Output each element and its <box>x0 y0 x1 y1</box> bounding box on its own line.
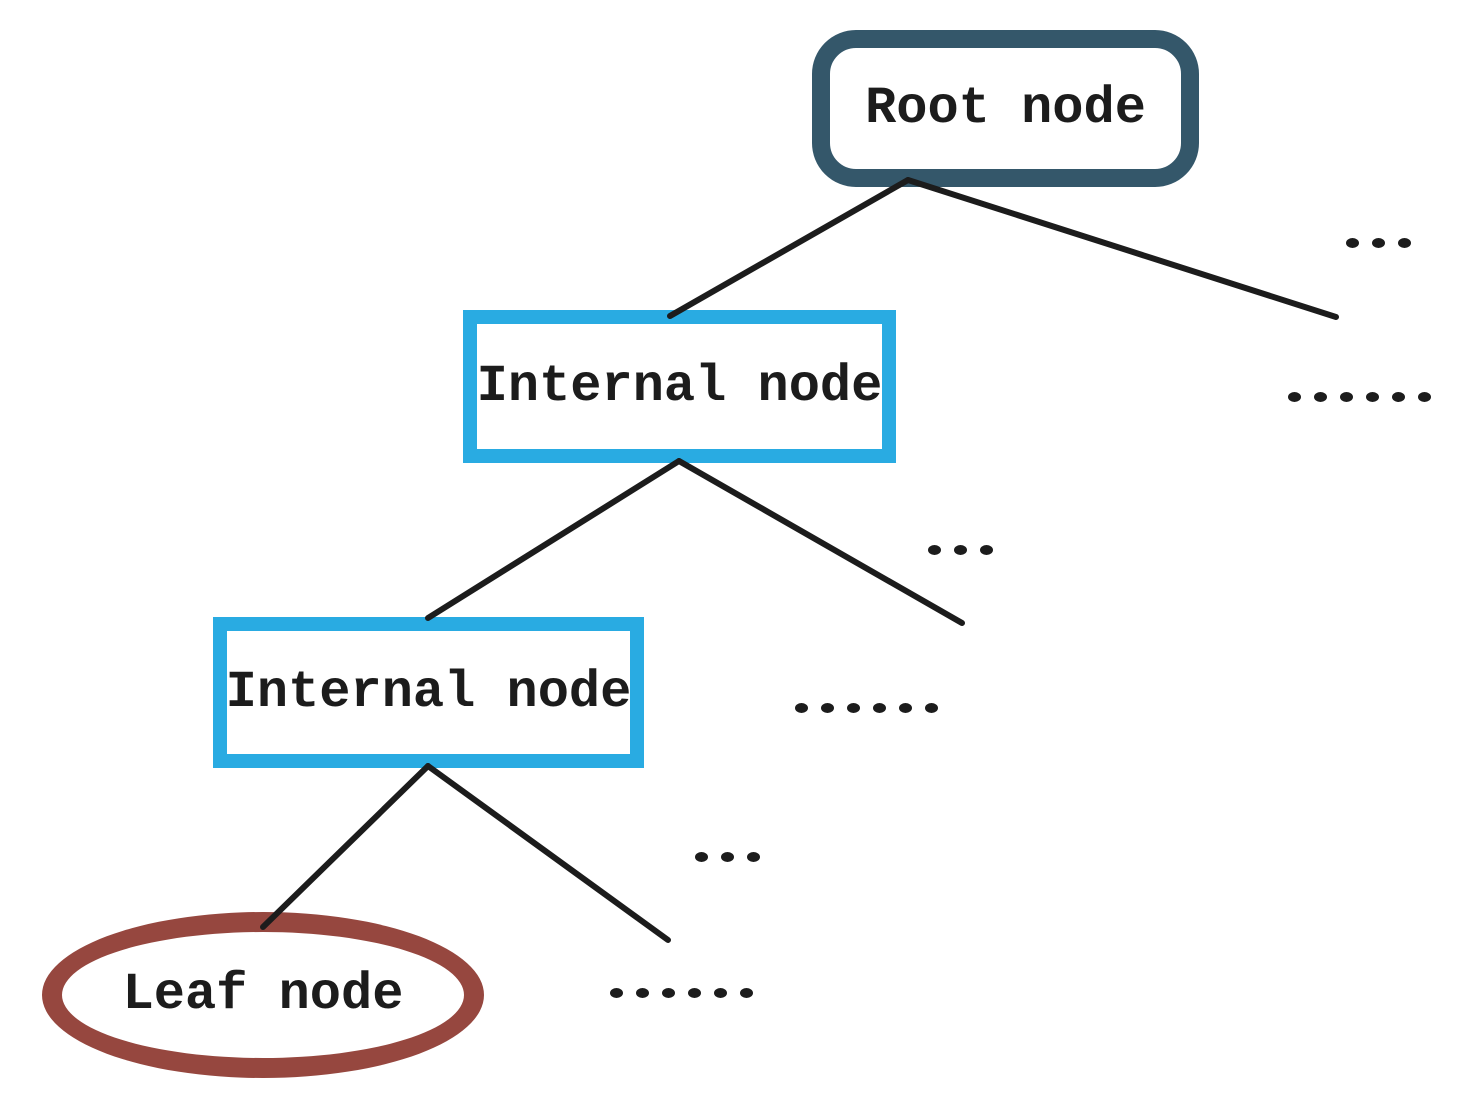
ellipsis-dot <box>980 545 993 555</box>
internal-node-level-1-label: Internal node <box>476 356 883 416</box>
edge-internal-1-to-internal-2 <box>425 458 682 621</box>
ellipsis-dot <box>1340 392 1353 402</box>
ellipsis-dot <box>821 703 834 713</box>
leaf-node: Leaf node <box>42 912 484 1078</box>
edge-internal-2-to-right-subtree <box>425 763 671 943</box>
ellipsis-dot <box>1366 392 1379 402</box>
edge-internal-1-to-right-subtree <box>676 458 965 626</box>
ellipsis-dot <box>1288 392 1301 402</box>
ellipsis-internal-2-right-short <box>695 852 760 862</box>
ellipsis-dot <box>1418 392 1431 402</box>
edge-internal-2-to-leaf <box>260 763 431 930</box>
ellipsis-dot <box>1372 238 1385 248</box>
internal-node-level-2-label: Internal node <box>225 662 632 722</box>
ellipsis-dot <box>610 988 623 998</box>
ellipsis-root-right-long <box>1288 392 1431 402</box>
leaf-node-label: Leaf node <box>122 965 404 1024</box>
ellipsis-dot <box>695 852 708 862</box>
ellipsis-dot <box>636 988 649 998</box>
ellipsis-dot <box>1392 392 1405 402</box>
ellipsis-dot <box>662 988 675 998</box>
ellipsis-dot <box>1346 238 1359 248</box>
ellipsis-internal-1-right-short <box>928 545 993 555</box>
internal-node-level-2: Internal node <box>213 617 644 768</box>
root-node-label: Root node <box>865 78 1146 138</box>
internal-node-level-1: Internal node <box>463 310 896 463</box>
edge-root-to-internal-1 <box>667 177 911 319</box>
ellipsis-dot <box>1314 392 1327 402</box>
ellipsis-dot <box>747 852 760 862</box>
ellipsis-dot <box>795 703 808 713</box>
ellipsis-dot <box>873 703 886 713</box>
ellipsis-dot <box>1398 238 1411 248</box>
ellipsis-dot <box>925 703 938 713</box>
ellipsis-dot <box>954 545 967 555</box>
ellipsis-dot <box>847 703 860 713</box>
ellipsis-internal-2-right-long <box>610 988 753 998</box>
ellipsis-dot <box>721 852 734 862</box>
ellipsis-dot <box>899 703 912 713</box>
ellipsis-internal-1-right-long <box>795 703 938 713</box>
ellipsis-root-right-short <box>1346 238 1411 248</box>
edge-root-to-right-subtree <box>905 177 1339 320</box>
root-node: Root node <box>812 30 1199 187</box>
ellipsis-dot <box>714 988 727 998</box>
ellipsis-dot <box>688 988 701 998</box>
ellipsis-dot <box>928 545 941 555</box>
ellipsis-dot <box>740 988 753 998</box>
